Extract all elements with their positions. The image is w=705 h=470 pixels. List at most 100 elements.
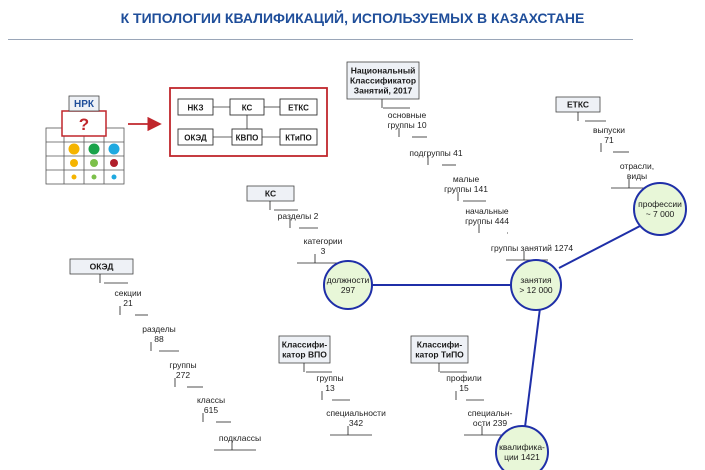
tree-header-kvpo-line: Классифи-	[282, 340, 328, 350]
tree-step-oked-1-line: разделы	[142, 324, 176, 334]
classifier-box-top-1	[229, 98, 265, 116]
tree-step-nkz-0-line: основные	[388, 110, 427, 120]
tree-header-nkz-line: Национальный	[351, 66, 416, 76]
tree-step-oked-4-line: подклассы	[219, 433, 261, 443]
tree-step-ktipo-0-line: 15	[459, 383, 469, 393]
tree-header-ktipo-line: катор ТиПО	[415, 350, 464, 360]
tree-header-kvpo: Классифи-катор ВПО	[282, 340, 328, 360]
classifier-box-bottom-0	[177, 128, 214, 146]
circle-label-professions-line: профессии	[638, 199, 682, 209]
classifier-box-bottom-1	[231, 128, 263, 146]
tree-step-nkz-0-line: группы 10	[387, 120, 426, 130]
nrk-label: НРК	[74, 99, 95, 110]
tree-header-ks: КС	[265, 189, 276, 199]
tree-step-oked-3-line: классы	[197, 395, 225, 405]
tree-header-ktipo-line: Классифи-	[417, 340, 463, 350]
tree-header-nkz-line: Классификатор	[350, 76, 416, 86]
circle-label-occupations: занятия> 12 000	[519, 275, 553, 295]
tree-step-nkz-1-line: подгруппы 41	[409, 148, 462, 158]
title-divider	[8, 39, 633, 40]
circle-label-occupations-line: занятия	[520, 275, 552, 285]
classifiers-red-frame	[169, 87, 328, 157]
tree-step-oked-1-line: 88	[154, 334, 164, 344]
classifier-label-top-2: ЕТКС	[288, 104, 309, 113]
nrk-table-icon	[45, 127, 125, 185]
tree-header-box-oked	[69, 258, 134, 275]
circle-label-professions-line: ~ 7 000	[646, 209, 675, 219]
tree-step-kvpo-1-line: специальности	[326, 408, 386, 418]
connector-occupations-qualifications	[524, 307, 541, 428]
classifier-box-top-0	[177, 98, 214, 116]
tree-step-kvpo-1-line: 342	[349, 418, 363, 428]
tree-step-etks-1: отрасли,виды	[620, 161, 654, 181]
tree-header-etks: ЕТКС	[567, 100, 589, 110]
tree-step-oked-0-line: 21	[123, 298, 133, 308]
classifier-label-top-1: КС	[242, 104, 253, 113]
tree-step-ktipo-1-line: специальн-	[468, 408, 513, 418]
circle-label-occupations-line: > 12 000	[519, 285, 553, 295]
tree-step-oked-2-line: 272	[176, 370, 190, 380]
tree-step-nkz-3-line: начальные	[465, 206, 509, 216]
connector-lines	[372, 225, 641, 428]
tree-header-box-ks	[246, 185, 295, 202]
tree-step-ks-0: разделы 2	[278, 211, 319, 221]
circle-occupations	[510, 259, 562, 311]
circle-label-qualifications-line: ции 1421	[504, 452, 540, 462]
tree-step-ktipo-1: специальн-ости 239	[468, 408, 513, 428]
tree-step-nkz-4-line: группы занятий 1274	[491, 243, 574, 253]
tree-step-nkz-4: группы занятий 1274	[491, 243, 574, 253]
circle-qualifications	[495, 425, 549, 470]
tree-step-oked-2-line: группы	[169, 360, 196, 370]
circle-label-qualifications: квалифика-ции 1421	[499, 442, 545, 462]
tree-step-kvpo-0-line: группы	[316, 373, 343, 383]
tree-step-oked-3-line: 615	[204, 405, 218, 415]
tree-step-oked-4: подклассы	[219, 433, 261, 443]
tree-header-ktipo: Классифи-катор ТиПО	[415, 340, 464, 360]
circle-label-positions-line: 297	[341, 285, 355, 295]
classifier-label-bottom-1: КВПО	[236, 134, 259, 143]
classifier-label-bottom-2: КТиПО	[285, 134, 312, 143]
tree-step-ks-1-line: 3	[321, 246, 326, 256]
tree-header-box-kvpo	[278, 335, 331, 364]
tree-step-oked-0-line: секции	[114, 288, 141, 298]
tree-header-kvpo-line: катор ВПО	[282, 350, 327, 360]
tree-header-ks-line: КС	[265, 189, 276, 199]
classifier-box-top-2	[279, 98, 318, 116]
tree-header-nkz-line: Занятий, 2017	[354, 86, 413, 96]
page-title: К ТИПОЛОГИИ КВАЛИФИКАЦИЙ, ИСПОЛЬЗУЕМЫХ В…	[120, 10, 585, 26]
circle-professions	[633, 182, 687, 236]
tree-step-etks-1-line: виды	[627, 171, 647, 181]
circle-label-professions: профессии~ 7 000	[638, 199, 682, 219]
tree-step-nkz-2-line: группы 141	[444, 184, 488, 194]
tree-step-kvpo-0-line: 13	[325, 383, 335, 393]
tree-step-ks-0-line: разделы 2	[278, 211, 319, 221]
classifier-label-bottom-0: ОКЭД	[184, 134, 207, 143]
tree-step-ktipo-1-line: ости 239	[473, 418, 507, 428]
tree-header-oked: ОКЭД	[90, 262, 114, 272]
tree-step-ks-1-line: категории	[304, 236, 343, 246]
tree-step-etks-0-line: 71	[604, 135, 614, 145]
classifier-box-bottom-2	[279, 128, 318, 146]
tree-step-nkz-3-line: группы 444	[465, 216, 509, 226]
tree-step-etks-0-line: выпуски	[593, 125, 625, 135]
